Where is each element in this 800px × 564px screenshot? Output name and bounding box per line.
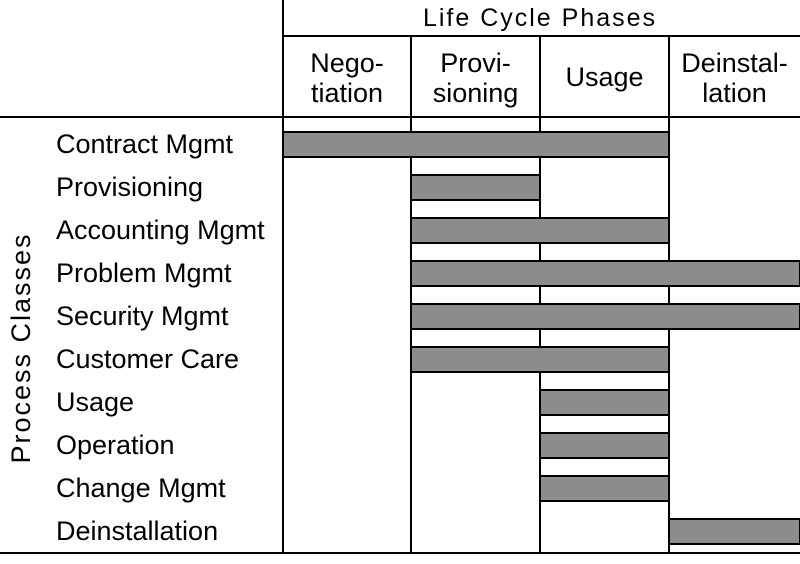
phase-label-3: Usage bbox=[565, 62, 643, 92]
phase-title: Life Cycle Phases bbox=[423, 4, 657, 32]
row-label: Usage bbox=[56, 387, 134, 417]
phase-bar bbox=[668, 518, 800, 545]
phase-bar bbox=[410, 260, 800, 287]
row-label: Problem Mgmt bbox=[56, 258, 232, 288]
phase-bar bbox=[539, 389, 670, 416]
phase-label-1: tiation bbox=[311, 78, 383, 108]
row-label: Contract Mgmt bbox=[56, 129, 234, 159]
phase-bar bbox=[410, 174, 541, 201]
row-label: Security Mgmt bbox=[56, 301, 229, 331]
row-label: Customer Care bbox=[56, 344, 239, 374]
phase-label-1: Nego- bbox=[310, 48, 384, 78]
bars bbox=[282, 131, 800, 545]
row-label: Change Mgmt bbox=[56, 473, 226, 503]
phase-bar bbox=[410, 217, 670, 244]
phase-bar bbox=[410, 346, 670, 373]
phase-bar bbox=[282, 131, 670, 158]
row-label: Operation bbox=[56, 430, 175, 460]
phase-bar bbox=[410, 303, 800, 330]
row-label: Accounting Mgmt bbox=[56, 215, 265, 245]
phase-label-4: Deinstal- bbox=[681, 48, 788, 78]
phase-label-4: lation bbox=[702, 78, 767, 108]
phase-label-2: sioning bbox=[433, 78, 519, 108]
phase-labels: Nego-tiation Provi-sioning Usage Deinstal-l… bbox=[310, 48, 788, 108]
phase-bar bbox=[539, 475, 670, 502]
phase-label-2: Provi- bbox=[440, 48, 511, 78]
row-label: Provisioning bbox=[56, 172, 203, 202]
process-classes-axis-label: Process Classes bbox=[6, 232, 36, 463]
phase-bar bbox=[539, 432, 670, 459]
row-label: Deinstallation bbox=[56, 516, 218, 546]
